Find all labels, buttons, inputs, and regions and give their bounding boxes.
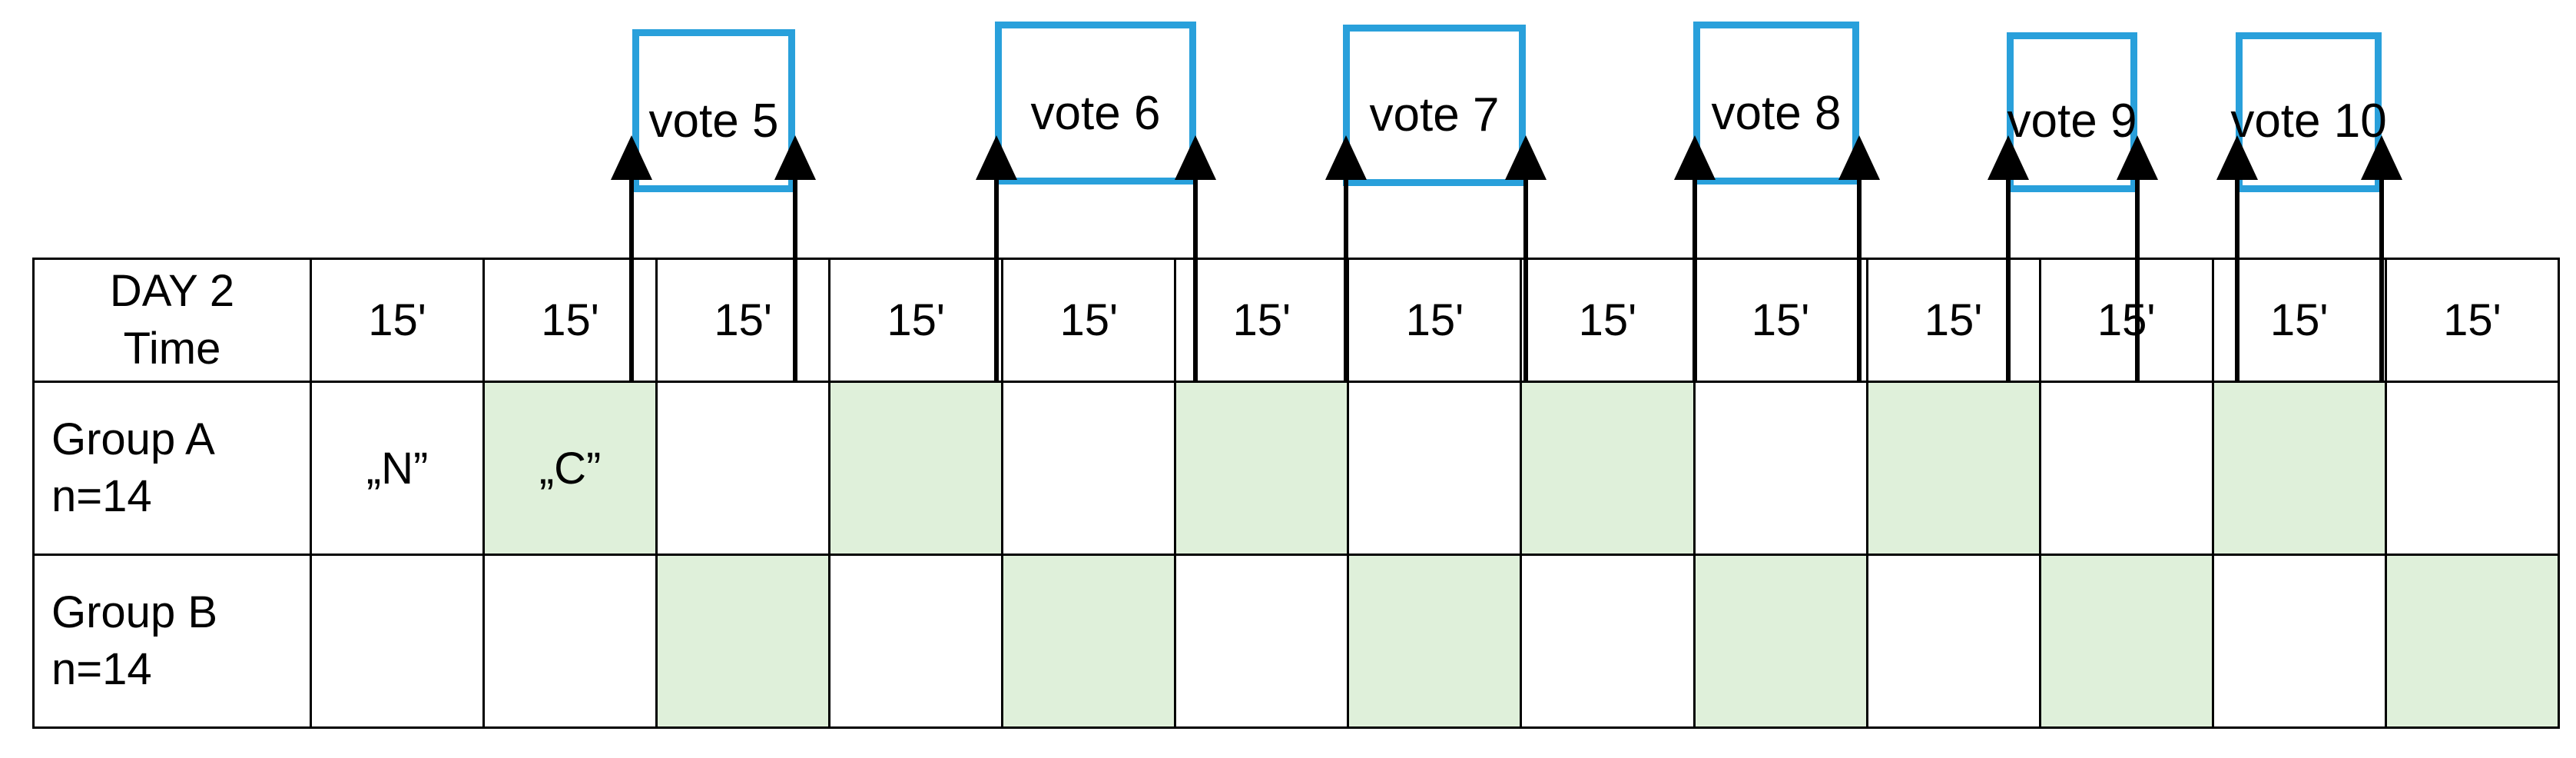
schedule-cell (828, 381, 1004, 556)
table-row: Group A n=14 „N”„C” (32, 381, 2561, 556)
arrow-stem (1193, 155, 1198, 381)
arrow-head (611, 135, 652, 180)
schedule-cell (828, 554, 1004, 729)
up-arrow-icon (1324, 135, 1368, 381)
day-label: DAY 2 (109, 266, 235, 317)
arrow-head (1838, 135, 1880, 180)
schedule-cell (655, 381, 831, 556)
arrow-stem (1692, 155, 1697, 381)
time-slot-header-cell: 15' (2038, 258, 2214, 383)
time-slot-header-cell: 15' (655, 258, 831, 383)
arrow-stem (2379, 155, 2384, 381)
arrow-stem (2006, 155, 2011, 381)
time-slot-header-cell: 15' (309, 258, 486, 383)
time-slot-header-cell: 15' (482, 258, 658, 383)
table-row: Group B n=14 (32, 554, 2561, 729)
schedule-cell (2384, 381, 2561, 556)
vote-box: vote 8 (1693, 22, 1859, 185)
schedule-cell (1520, 554, 1696, 729)
arrow-stem (629, 155, 634, 381)
arrow-head (976, 135, 1017, 180)
up-arrow-icon (1504, 135, 1547, 381)
arrow-head (1988, 135, 2029, 180)
arrow-head (1505, 135, 1547, 180)
schedule-cell (1865, 554, 2041, 729)
group-label-cell: Group A n=14 (32, 381, 312, 556)
time-slot-header-cell: 15' (828, 258, 1004, 383)
condition-cell: „N” (309, 381, 486, 556)
schedule-cell (2211, 554, 2387, 729)
vote-box-label: vote 7 (1369, 88, 1500, 141)
vote-box-label: vote 8 (1711, 87, 1842, 140)
day-time-header-cell: DAY 2 Time (32, 258, 312, 383)
arrow-head (2117, 135, 2158, 180)
up-arrow-icon (1838, 135, 1881, 381)
up-arrow-icon (2360, 135, 2403, 381)
schedule-cell (1347, 554, 1523, 729)
schedule-cell (482, 554, 658, 729)
arrow-head (1674, 135, 1716, 180)
arrow-stem (1344, 155, 1348, 381)
time-slot-header-cell: 15' (2211, 258, 2387, 383)
time-slot-header-cell: 15' (1520, 258, 1696, 383)
up-arrow-icon (975, 135, 1018, 381)
time-slot-header-cell: 15' (1001, 258, 1177, 383)
time-slot-header-cell: 15' (1865, 258, 2041, 383)
time-slot-header-cell: 15' (1347, 258, 1523, 383)
time-slot-header-cell: 15' (2384, 258, 2561, 383)
schedule-cell (2211, 381, 2387, 556)
time-slot-header-cell: 15' (1692, 258, 1868, 383)
group-size: n=14 (51, 471, 152, 521)
arrow-stem (793, 155, 797, 381)
arrow-stem (1523, 155, 1528, 381)
schedule-cell (2384, 554, 2561, 729)
arrow-stem (2135, 155, 2140, 381)
time-label: Time (123, 323, 221, 374)
schedule-cell (1347, 381, 1523, 556)
group-size: n=14 (51, 644, 152, 694)
schedule-cell (309, 554, 486, 729)
arrow-stem (1857, 155, 1862, 381)
vote-box: vote 5 (632, 29, 795, 192)
group-name: Group A (51, 414, 215, 464)
vote-box: vote 7 (1343, 25, 1526, 186)
schedule-cell (655, 554, 831, 729)
schedule-cell (1001, 554, 1177, 729)
up-arrow-icon (2116, 135, 2159, 381)
schedule-cell (2038, 554, 2214, 729)
schedule-cell (1865, 381, 2041, 556)
schedule-cell (1001, 381, 1177, 556)
schedule-cell (1520, 381, 1696, 556)
arrow-head (2361, 135, 2402, 180)
vote-box: vote 6 (995, 22, 1196, 185)
condition-cell: „C” (482, 381, 658, 556)
arrow-head (2216, 135, 2258, 180)
schedule-cell (1174, 381, 1350, 556)
group-label-cell: Group B n=14 (32, 554, 312, 729)
arrow-stem (994, 155, 999, 381)
vote-box-label: vote 6 (1030, 87, 1161, 140)
arrow-head (1325, 135, 1367, 180)
up-arrow-icon (774, 135, 817, 381)
schedule-cell (2038, 381, 2214, 556)
schedule-cell (1174, 554, 1350, 729)
up-arrow-icon (2216, 135, 2259, 381)
arrow-head (774, 135, 816, 180)
vote-box-label: vote 5 (648, 95, 779, 148)
up-arrow-icon (1174, 135, 1217, 381)
schedule-cell (1692, 554, 1868, 729)
vote-box: vote 10 (2230, 32, 2387, 192)
up-arrow-icon (1987, 135, 2030, 381)
up-arrow-icon (610, 135, 653, 381)
up-arrow-icon (1673, 135, 1716, 381)
group-name: Group B (51, 587, 217, 637)
schedule-cell (1692, 381, 1868, 556)
arrow-head (1175, 135, 1216, 180)
arrow-stem (2235, 155, 2239, 381)
time-slot-header-cell: 15' (1174, 258, 1350, 383)
